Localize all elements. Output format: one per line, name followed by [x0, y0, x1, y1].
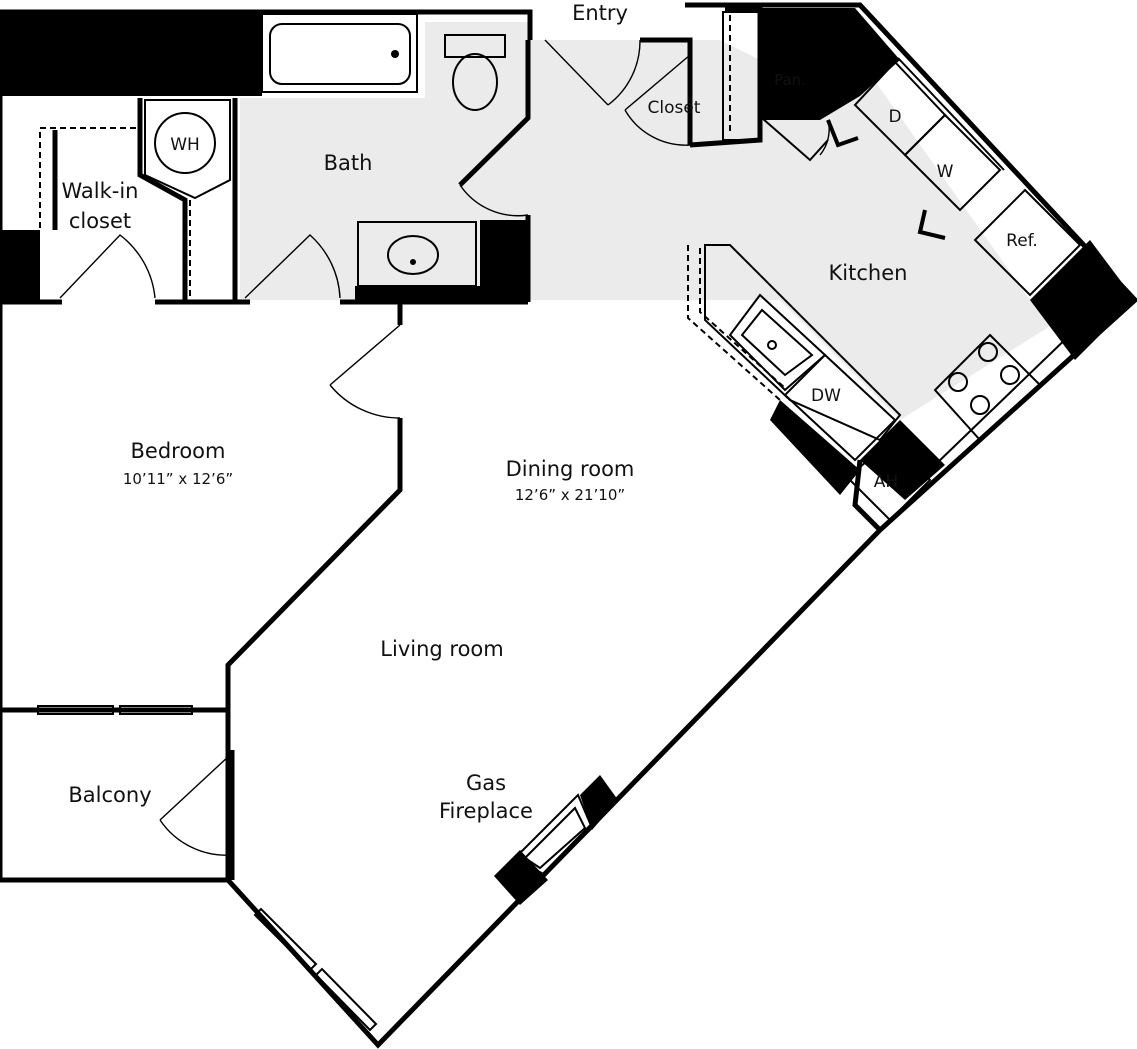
fireplace-wall-mass-top: [580, 775, 618, 830]
water-heater-box: [144, 99, 231, 200]
kitchen-sink-drain: [767, 340, 777, 350]
kitchen-counter-right: [899, 299, 1077, 467]
bath-label: Bath: [324, 151, 373, 175]
bedroom-label: Bedroom: [131, 439, 226, 463]
kitchen-label: Kitchen: [829, 261, 908, 285]
fireplace-label-line1: Gas: [466, 771, 506, 795]
entry-label: Entry: [572, 1, 628, 25]
burner-1: [978, 342, 998, 362]
living-window-2: [314, 967, 378, 1032]
bath-entry-door-swing: [459, 184, 529, 217]
washer-label: W: [937, 162, 954, 182]
fridge-chevron: [917, 209, 946, 240]
laundry-chevron: [826, 119, 859, 148]
walkin-shelf: [39, 127, 140, 228]
burner-2: [1000, 365, 1020, 385]
bathtub-drain: [391, 50, 399, 58]
bath-door-swing: [244, 234, 341, 299]
balcony-slider-2: [119, 705, 193, 715]
balcony-slider-1: [37, 705, 114, 715]
washer-box: [903, 113, 1002, 212]
closet-door-swing: [624, 54, 691, 146]
bath-vanity: [357, 221, 477, 287]
wall-mass-right: [1030, 240, 1135, 360]
water-heater-label: WH: [170, 135, 200, 155]
wall-mass-left: [0, 230, 40, 302]
entry-door-swing: [544, 39, 641, 106]
fireplace-label-line2: Fireplace: [439, 799, 533, 823]
kitchen-counter: [704, 244, 902, 442]
wall-mass-topright: [760, 8, 900, 120]
toilet-bowl: [452, 53, 498, 111]
dining-dimensions: 12’6” x 21’10”: [515, 486, 625, 504]
burner-4: [970, 395, 990, 415]
refrigerator-box: [973, 188, 1082, 297]
wall-mass-vanity-base: [355, 286, 530, 302]
pantry-label: Pan.: [774, 71, 806, 89]
walkin-partition: [137, 98, 238, 302]
bath-sink-basin: [387, 235, 439, 275]
fireplace-box: [513, 793, 594, 877]
living-window-1: [253, 907, 318, 972]
walkin-door-swing: [59, 234, 156, 299]
kitchen-sink-box: [728, 293, 827, 392]
entry-closet-shelf: [722, 11, 760, 141]
dining-label: Dining room: [506, 457, 635, 481]
pantry-door: [761, 117, 829, 162]
balcony-door-swing: [159, 754, 233, 856]
counter-edge: [687, 245, 781, 401]
kitchen-sink-basin: [740, 308, 814, 377]
range-box: [933, 333, 1042, 442]
bath-right-wall: [458, 40, 531, 302]
air-handler-label: AH: [874, 472, 898, 492]
bedroom-door-swing: [329, 324, 401, 419]
wall-mass-dw: [770, 400, 860, 495]
bathtub-inner: [269, 23, 411, 85]
wet-area-floor: [240, 22, 1060, 420]
fireplace-wall-mass-bottom: [494, 850, 548, 905]
walkin-label-line1: Walk-in: [61, 179, 138, 203]
kitchen-right-wall: [852, 459, 882, 532]
bath-sink-drain: [410, 259, 416, 265]
bedroom-dimensions: 10’11” x 12’6”: [123, 470, 233, 488]
wall-mass-topleft: [0, 12, 262, 96]
dryer-label: D: [888, 107, 901, 127]
air-handler-box: [846, 438, 932, 522]
balcony-label: Balcony: [68, 783, 151, 807]
burner-3: [948, 372, 968, 392]
toilet-tank: [444, 34, 506, 58]
living-label: Living room: [380, 637, 503, 661]
dishwasher-box: [783, 353, 897, 462]
bedroom-living-wall: [225, 302, 403, 750]
walkin-label-line2: closet: [69, 209, 131, 233]
pantry-box: [761, 61, 818, 97]
laundry-outer: [897, 57, 1005, 171]
water-heater-tank: [154, 112, 216, 174]
dishwasher-label: DW: [811, 386, 841, 406]
fireplace-firebox: [523, 806, 587, 870]
refrigerator-label: Ref.: [1006, 231, 1038, 251]
entry-closet-label: Closet: [648, 98, 701, 118]
bathtub: [261, 13, 418, 93]
